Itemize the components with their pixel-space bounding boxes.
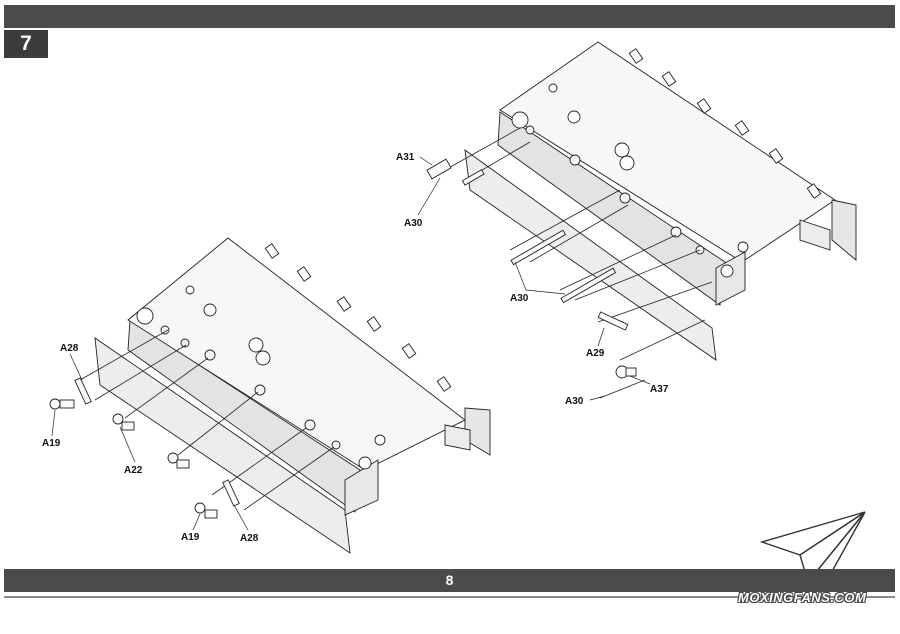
label-a37: A37 [650,384,669,395]
footer-underline [4,596,895,598]
right-part-labels: A31 A30 A30 A29 A37 A30 [396,152,669,407]
label-a22: A22 [124,465,143,476]
page-number: 8 [445,572,454,588]
footer-bar: 8 [4,569,895,592]
right-hull-assembly [464,41,857,361]
label-a29: A29 [586,348,605,359]
paper-plane-icon [759,511,866,584]
right-leader-lines [444,127,713,399]
label-a19-bottom: A19 [181,532,200,543]
watermark-text: MOXINGFANS.COM [738,590,867,605]
step-number-badge: 7 [4,30,48,58]
left-part-labels: A28 A19 A22 A19 A28 [42,343,259,544]
left-small-parts [49,377,240,519]
right-label-ticks [417,156,651,401]
label-a31: A31 [396,152,415,163]
label-a28-top: A28 [60,343,79,354]
label-a28-bottom: A28 [240,533,259,544]
label-a19-top: A19 [42,438,61,449]
label-a30-middle: A30 [510,293,529,304]
left-hull-assembly [94,237,491,554]
top-header-bar [4,5,895,28]
left-label-ticks [51,353,249,531]
label-a30-top: A30 [404,218,423,229]
right-small-parts [426,158,637,379]
label-a30-bottom: A30 [565,396,584,407]
